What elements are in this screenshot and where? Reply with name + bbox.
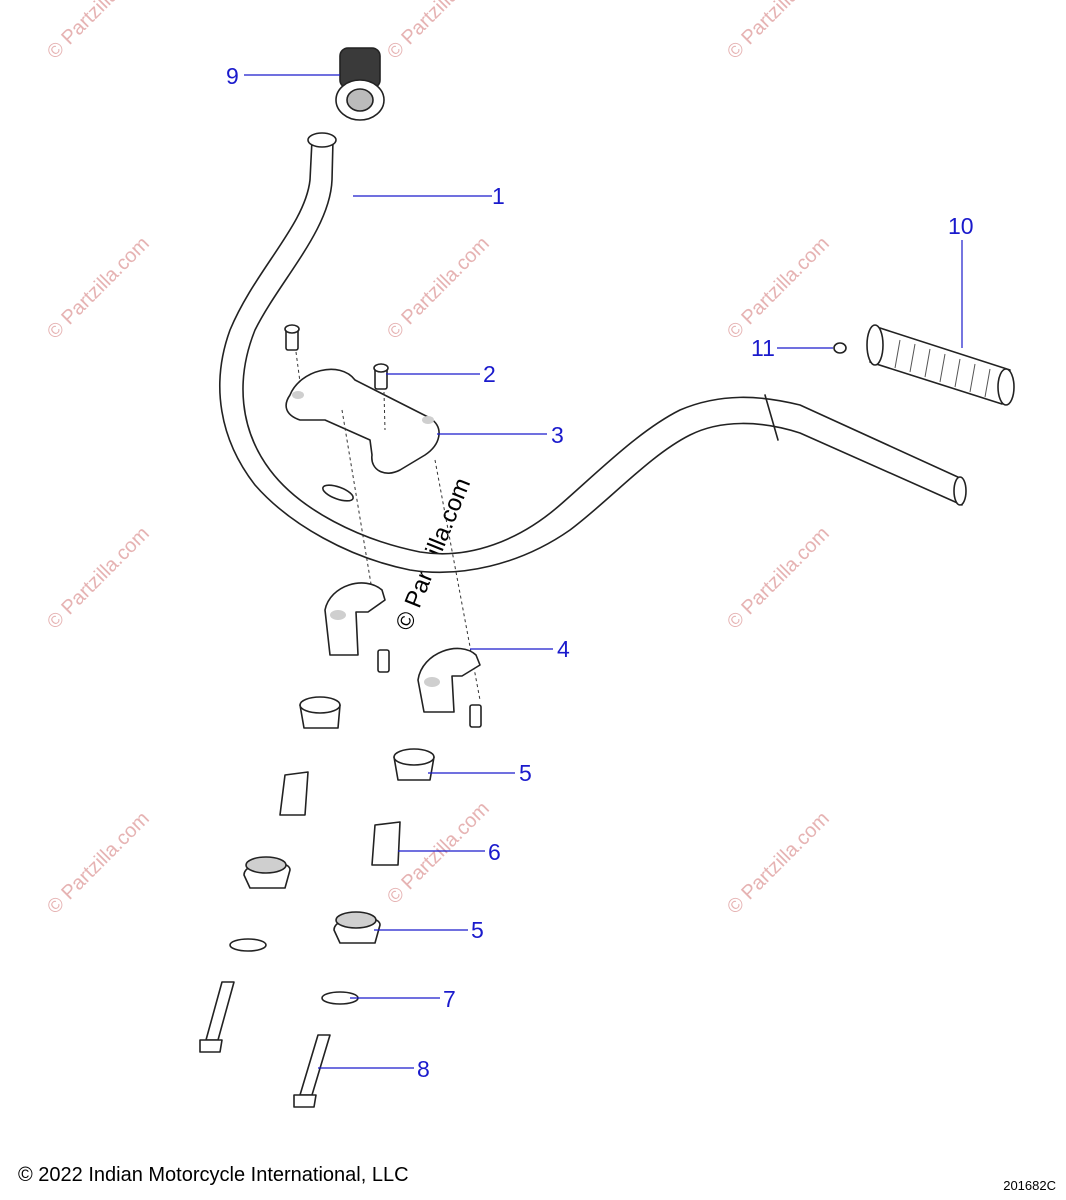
callout-5b: 5	[471, 917, 484, 943]
grip-screw	[833, 342, 847, 354]
bushings	[243, 696, 435, 944]
callout-11: 11	[751, 335, 775, 361]
callout-9: 9	[226, 63, 239, 89]
long-bolts	[199, 981, 331, 1108]
callout-8: 8	[417, 1056, 430, 1082]
callout-1: 1	[492, 183, 505, 209]
callout-labels: 9 1 10 11 2 3 4 5 6 5 7 8	[226, 63, 974, 1082]
watermark: © Partzilla.com	[723, 523, 834, 634]
end-cap	[335, 47, 385, 121]
leader-lines	[244, 74, 963, 1069]
copyright-text: © 2022 Indian Motorcycle International, …	[18, 1164, 409, 1186]
watermark: © Partzilla.com	[723, 233, 834, 344]
watermark: © Partzilla.com	[723, 808, 834, 919]
callout-3: 3	[551, 422, 564, 448]
watermark: © Partzilla.com	[383, 798, 494, 909]
assembly-lines	[295, 351, 481, 701]
watermark: © Partzilla.com	[43, 0, 154, 64]
watermark: © Partzilla.com	[383, 0, 494, 64]
watermark-grid: © Partzilla.com © Partzilla.com © Partzi…	[43, 0, 834, 919]
watermark: © Partzilla.com	[43, 523, 154, 634]
watermark: © Partzilla.com	[43, 233, 154, 344]
callout-6: 6	[488, 839, 501, 865]
callout-7: 7	[443, 986, 456, 1012]
washers	[229, 938, 359, 1005]
risers	[324, 582, 482, 728]
watermark: © Partzilla.com	[383, 233, 494, 344]
drawing-id: 201682C	[1003, 1178, 1056, 1193]
callout-5a: 5	[519, 760, 532, 786]
handlebar	[219, 132, 967, 574]
callout-10: 10	[948, 213, 974, 239]
throttle-grip	[866, 324, 1015, 406]
callout-2: 2	[483, 361, 496, 387]
watermark: © Partzilla.com	[43, 808, 154, 919]
watermark: © Partzilla.com	[723, 0, 834, 64]
clamp-bolts	[284, 324, 389, 390]
callout-4: 4	[557, 636, 570, 662]
top-clamp	[285, 368, 440, 474]
